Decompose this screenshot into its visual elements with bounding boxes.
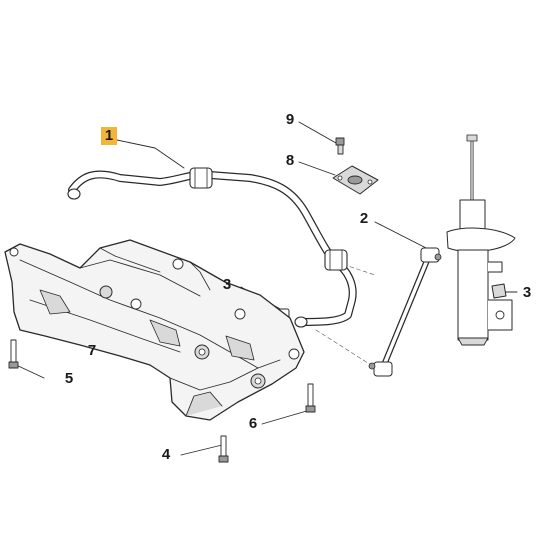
callout-7: 7: [87, 342, 97, 359]
callout-1: 1: [101, 127, 117, 145]
subframe-7: [4, 239, 305, 421]
strut-assembly: [446, 134, 516, 346]
bolt-5: [8, 339, 19, 369]
callout-3b: 3: [522, 284, 532, 301]
mount-plate-8: [332, 165, 379, 195]
bolt-9: [335, 137, 345, 155]
stabilizer-bar: [67, 167, 357, 328]
callout-8: 8: [285, 152, 295, 169]
callout-5: 5: [64, 370, 74, 387]
callout-2: 2: [359, 210, 369, 227]
bushing-3-right: [491, 283, 507, 299]
bolt-6: [305, 383, 316, 413]
callout-3a: 3: [222, 276, 232, 293]
callout-6: 6: [248, 415, 258, 432]
stabilizer-link-2: [368, 247, 442, 377]
callout-9: 9: [285, 111, 295, 128]
bolt-4: [218, 435, 229, 463]
callout-4: 4: [161, 446, 171, 463]
